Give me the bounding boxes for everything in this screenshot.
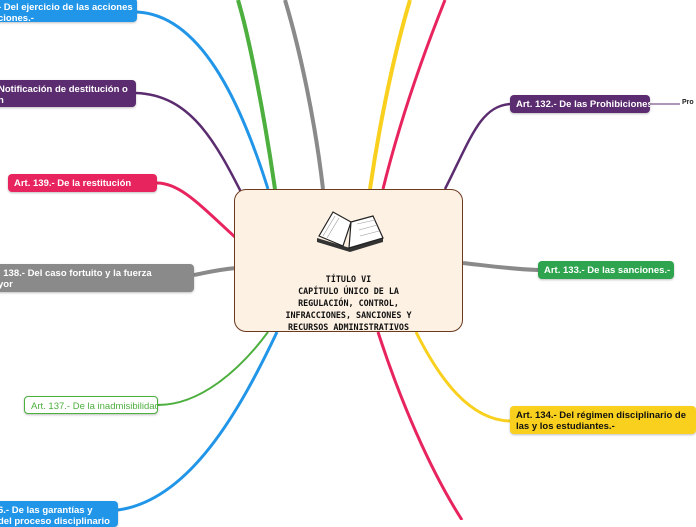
node-acciones[interactable]: - Del ejercicio de las acciones ciones.- (0, 0, 137, 22)
node-art138[interactable]: . 138.- Del caso fortuito y la fuerza yo… (0, 264, 194, 292)
link-top-green (236, 0, 277, 190)
link-art136 (117, 331, 279, 512)
open-book-icon (317, 211, 384, 252)
link-art133 (462, 261, 539, 272)
link-left-top-blue (136, 10, 270, 190)
node-notificacion[interactable]: Notificación de destitución o n (0, 80, 136, 107)
central-topic[interactable]: TÍTULO VI CAPÍTULO ÚNICO DE LA REGULACIÓ… (234, 189, 463, 332)
link-art137 (157, 331, 269, 406)
link-art134 (414, 331, 511, 423)
central-topic-title: TÍTULO VI CAPÍTULO ÚNICO DE LA REGULACIÓ… (285, 274, 412, 332)
link-art132 (443, 102, 511, 190)
link-art138 (193, 266, 237, 277)
node-pro-label[interactable]: Pro (682, 99, 694, 106)
node-art139[interactable]: Art. 139.- De la restitución (8, 174, 157, 192)
node-art134[interactable]: Art. 134.- Del régimen disciplinario de … (510, 406, 696, 434)
node-art136[interactable]: 6.- De las garantías y del proceso disci… (0, 501, 118, 527)
link-top-gray (283, 0, 325, 190)
node-art133[interactable]: Art. 133.- De las sanciones.- (538, 261, 674, 279)
node-art132[interactable]: Art. 132.- De las Prohibiciones. (510, 95, 650, 113)
link-top-red (381, 0, 447, 190)
link-bottom-red (376, 331, 464, 520)
link-top-yellow (368, 0, 412, 190)
node-art137[interactable]: Art. 137.- De la inadmisibilidad (24, 396, 158, 414)
link-notificacion (135, 91, 247, 201)
link-art139 (156, 181, 238, 240)
